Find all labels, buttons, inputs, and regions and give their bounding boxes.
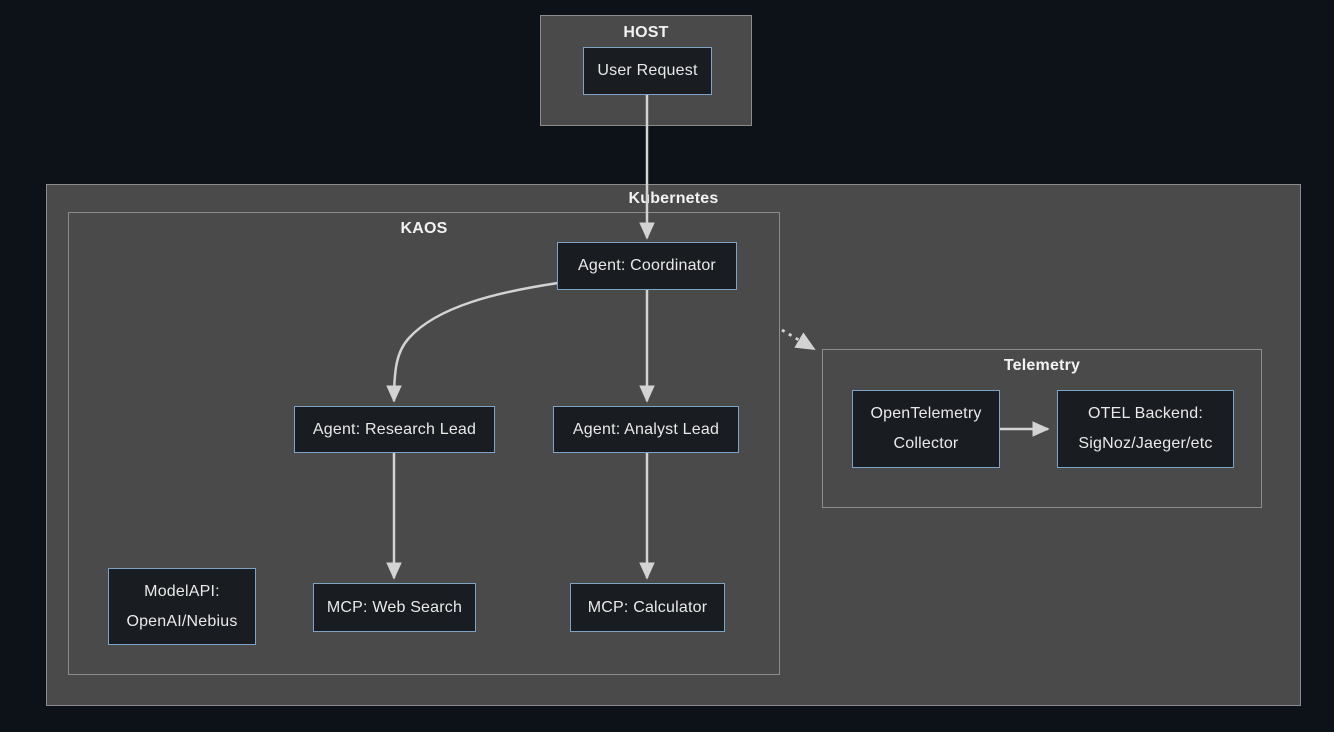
node-otel-collector-label: OpenTelemetry Collector bbox=[870, 405, 982, 452]
node-agent-analyst-lead: Agent: Analyst Lead bbox=[553, 406, 739, 453]
node-otel-backend-label: OTEL Backend: SigNoz/Jaeger/etc bbox=[1078, 405, 1213, 452]
node-otel-backend: OTEL Backend: SigNoz/Jaeger/etc bbox=[1057, 390, 1234, 468]
cluster-kubernetes-label: Kubernetes bbox=[628, 190, 719, 207]
node-model-api-label: ModelAPI: OpenAI/Nebius bbox=[126, 582, 238, 630]
cluster-telemetry-label: Telemetry bbox=[1003, 357, 1081, 374]
node-mcp-calculator: MCP: Calculator bbox=[570, 583, 725, 632]
node-agent-research-lead: Agent: Research Lead bbox=[294, 406, 495, 453]
node-user-request: User Request bbox=[583, 47, 712, 95]
node-mcp-web-search-label: MCP: Web Search bbox=[326, 598, 463, 616]
cluster-kaos-label: KAOS bbox=[400, 220, 448, 237]
node-agent-analyst-lead-label: Agent: Analyst Lead bbox=[572, 420, 720, 438]
node-user-request-label: User Request bbox=[597, 62, 698, 80]
node-model-api: ModelAPI: OpenAI/Nebius bbox=[108, 568, 256, 645]
cluster-host-label: HOST bbox=[623, 24, 669, 41]
node-mcp-web-search: MCP: Web Search bbox=[313, 583, 476, 632]
node-otel-collector: OpenTelemetry Collector bbox=[852, 390, 1000, 468]
node-agent-research-lead-label: Agent: Research Lead bbox=[312, 420, 477, 438]
node-agent-coordinator: Agent: Coordinator bbox=[557, 242, 737, 290]
node-mcp-calculator-label: MCP: Calculator bbox=[587, 598, 708, 616]
node-agent-coordinator-label: Agent: Coordinator bbox=[578, 257, 716, 275]
